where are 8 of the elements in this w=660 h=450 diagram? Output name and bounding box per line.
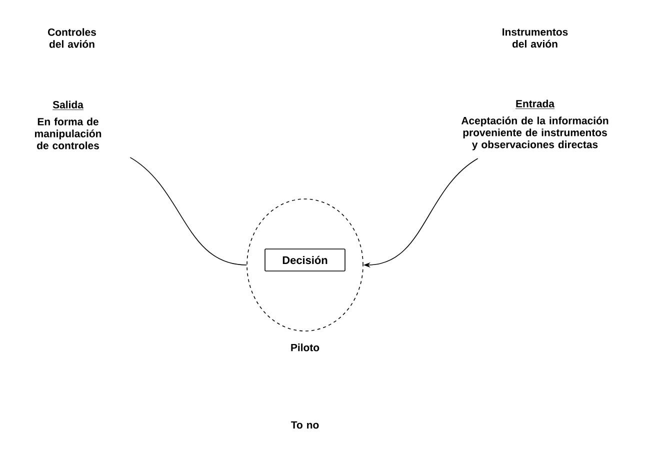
node-label: Piloto bbox=[291, 344, 320, 352]
decision-box: Decisión bbox=[264, 248, 346, 272]
label: Instrumentos del avión bbox=[502, 28, 568, 48]
label: To no bbox=[291, 421, 319, 429]
text-block: Salida En forma de manipulación de controles bbox=[34, 100, 102, 150]
text-block: Entrada Aceptación de la información proveniente de instrumentos y observaciones directas bbox=[461, 100, 608, 150]
label: Controles del avión bbox=[48, 28, 96, 48]
dashed-circle bbox=[246, 198, 364, 332]
